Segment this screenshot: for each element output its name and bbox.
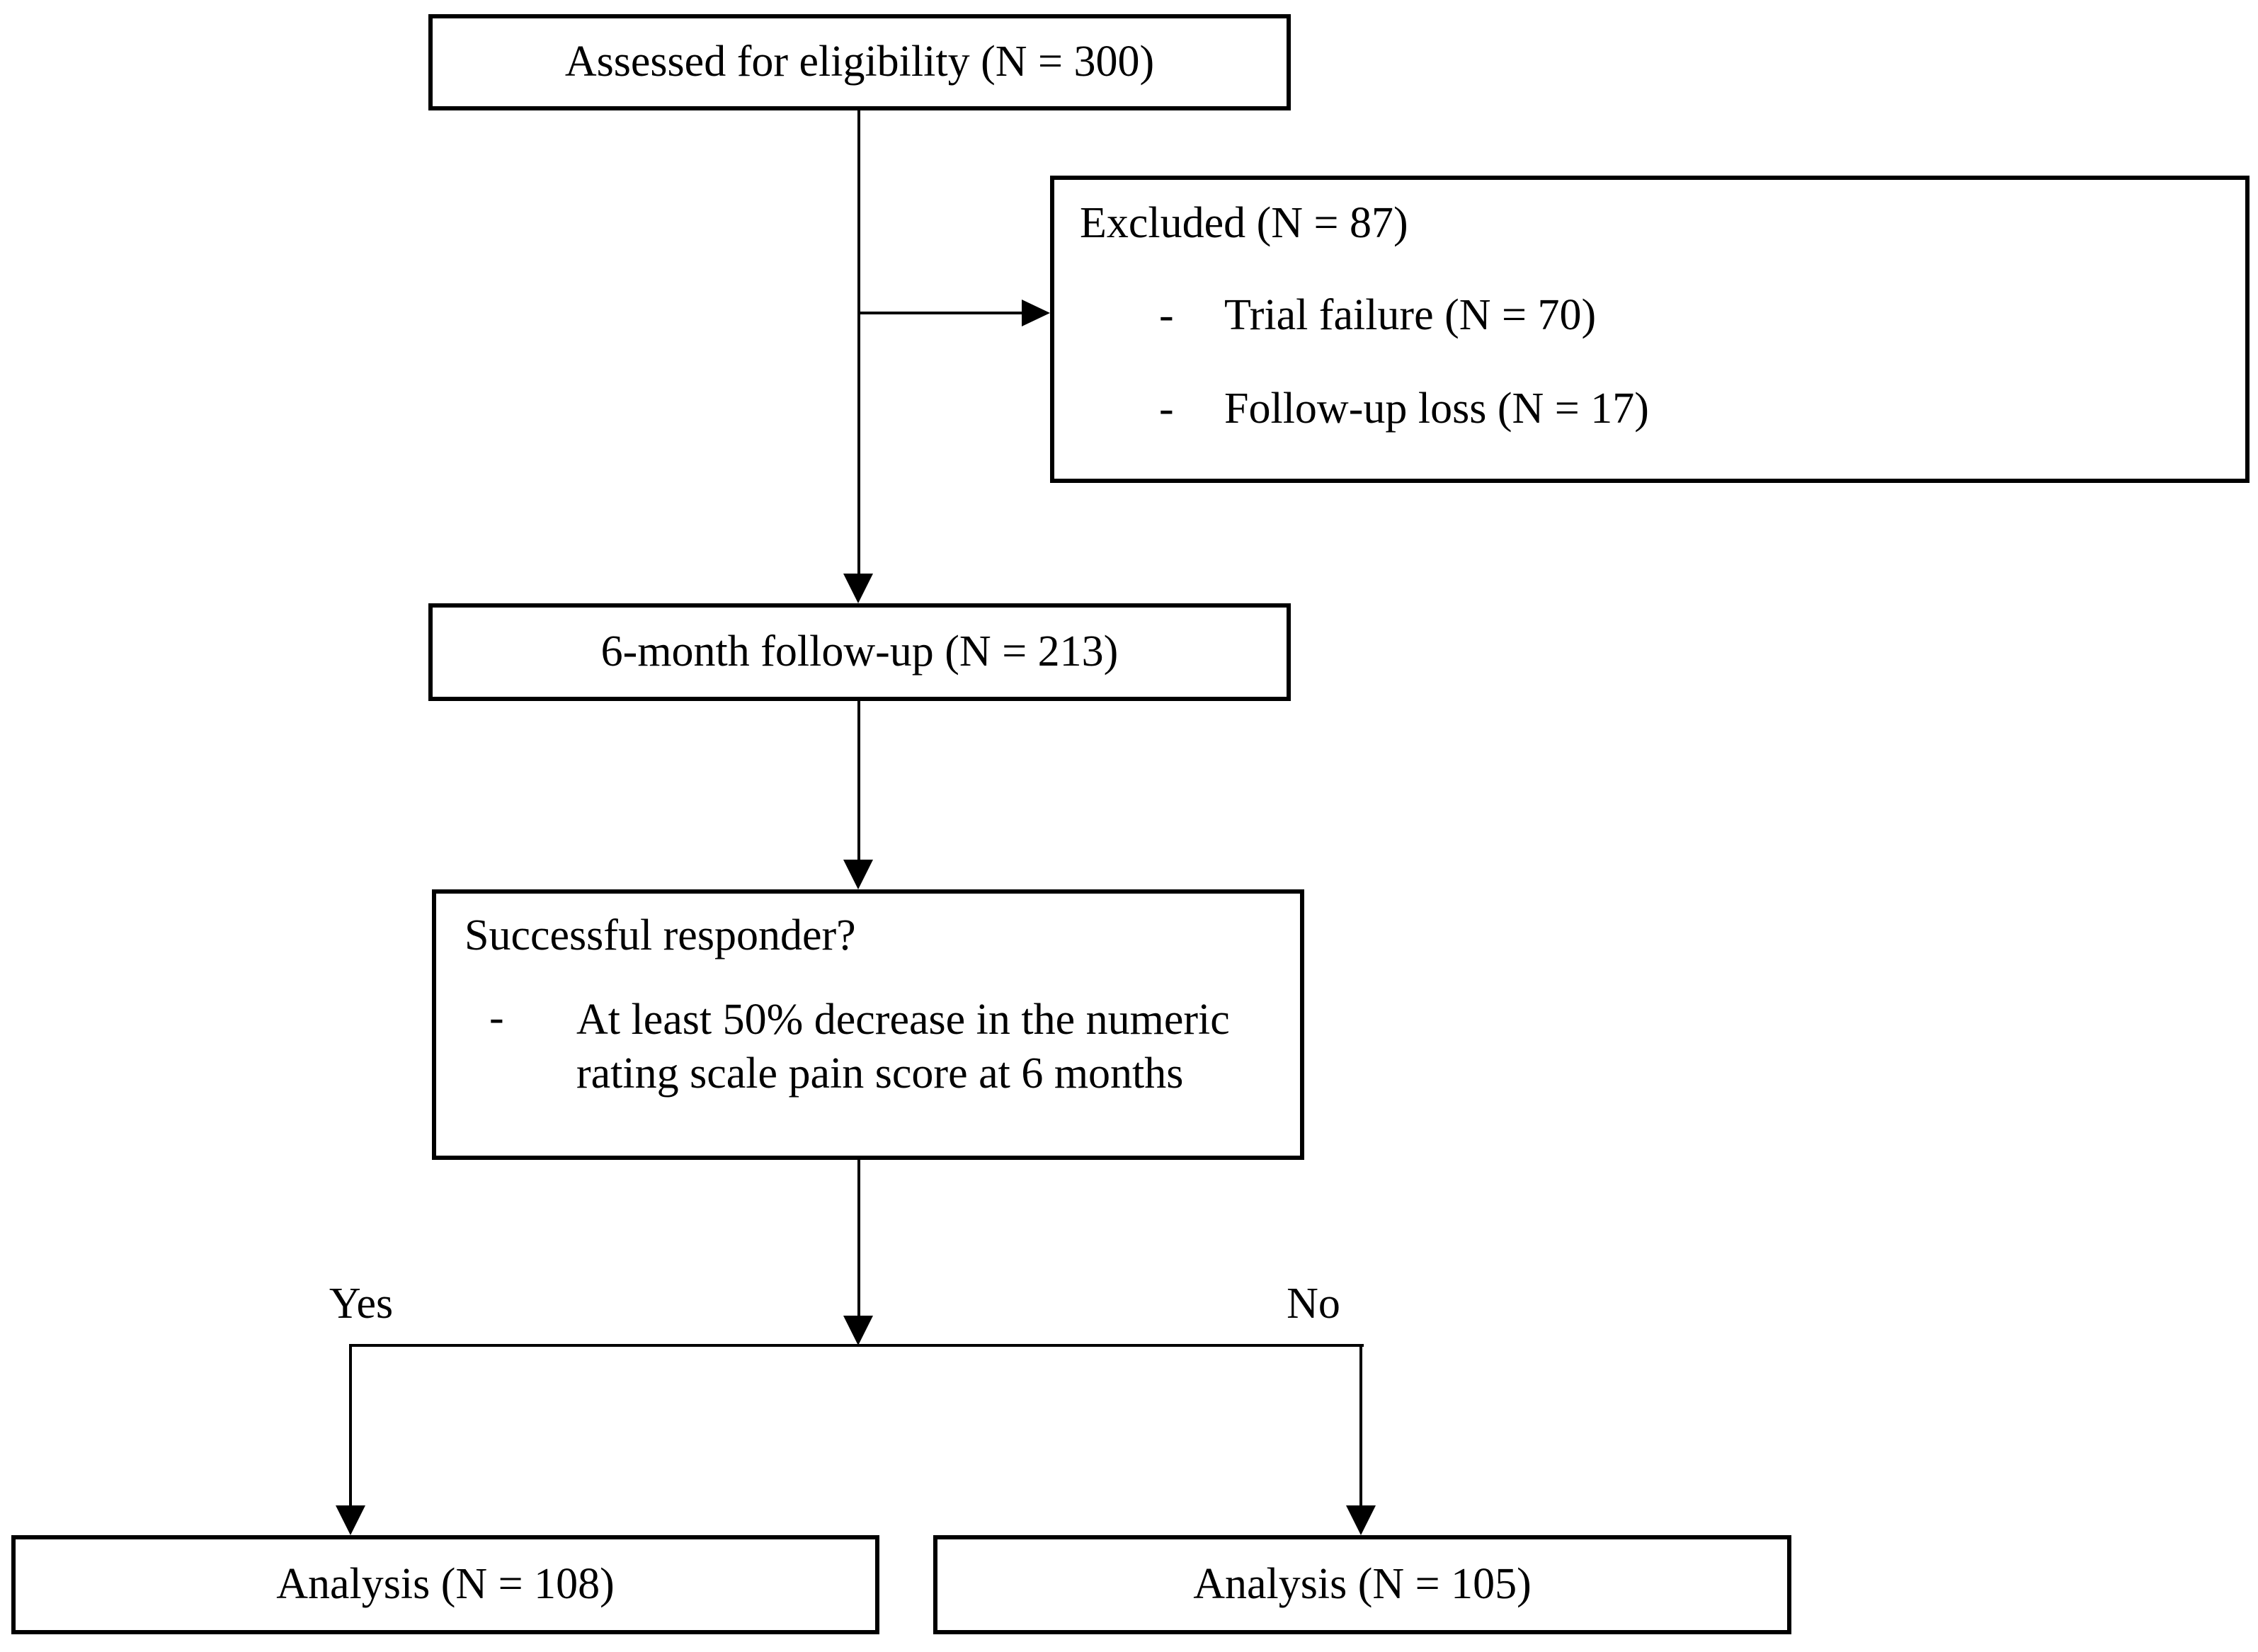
excluded-item: - Trial failure (N = 70) bbox=[1159, 290, 1596, 341]
flow-box-analysis-no: Analysis (N = 105) bbox=[933, 1535, 1791, 1634]
branch-label-no: No bbox=[1287, 1280, 1340, 1328]
flow-box-eligibility: Assessed for eligibility (N = 300) bbox=[428, 14, 1291, 110]
responder-item: - At least 50% decrease in the numeric r… bbox=[489, 993, 1230, 1100]
flow-box-responder: Successful responder? - At least 50% dec… bbox=[432, 889, 1304, 1160]
responder-item-text: At least 50% decrease in the numeric rat… bbox=[576, 993, 1230, 1100]
excluded-item-text: Follow-up loss (N = 17) bbox=[1224, 384, 1649, 433]
vertical-line-responder-branch bbox=[857, 1160, 860, 1317]
main-vertical-line-top bbox=[857, 110, 860, 576]
arrowhead-down-icon bbox=[1346, 1505, 1376, 1535]
eligibility-label: Assessed for eligibility (N = 300) bbox=[564, 38, 1155, 86]
arrowhead-down-icon bbox=[843, 574, 873, 603]
responder-item-line: At least 50% decrease in the numeric bbox=[576, 996, 1230, 1044]
excluded-title: Excluded (N = 87) bbox=[1080, 199, 1408, 247]
responder-title: Successful responder? bbox=[464, 911, 856, 959]
bullet-dash: - bbox=[1159, 384, 1174, 433]
analysis-no-label: Analysis (N = 105) bbox=[1193, 1560, 1532, 1609]
arrowhead-down-icon bbox=[843, 1316, 873, 1345]
flow-box-excluded: Excluded (N = 87) - Trial failure (N = 7… bbox=[1050, 176, 2250, 483]
bullet-dash: - bbox=[489, 993, 504, 1042]
followup-label: 6-month follow-up (N = 213) bbox=[600, 627, 1119, 676]
arrowhead-right-icon bbox=[1022, 300, 1050, 326]
no-branch-line bbox=[1359, 1344, 1362, 1507]
flow-box-analysis-yes: Analysis (N = 108) bbox=[11, 1535, 879, 1634]
excluded-item: - Follow-up loss (N = 17) bbox=[1159, 384, 1649, 434]
vertical-line-followup-responder bbox=[857, 701, 860, 861]
bullet-dash: - bbox=[1159, 291, 1174, 339]
flow-box-followup: 6-month follow-up (N = 213) bbox=[428, 603, 1291, 701]
arrowhead-down-icon bbox=[336, 1505, 365, 1535]
branch-label-yes: Yes bbox=[329, 1280, 394, 1328]
excluded-item-text: Trial failure (N = 70) bbox=[1224, 291, 1597, 339]
arrowhead-down-icon bbox=[843, 860, 873, 889]
yes-branch-line bbox=[349, 1344, 352, 1507]
excluded-connector-line bbox=[859, 312, 1023, 314]
branch-horizontal-line bbox=[349, 1344, 1364, 1347]
responder-item-line: rating scale pain score at 6 months bbox=[576, 1049, 1184, 1098]
analysis-yes-label: Analysis (N = 108) bbox=[276, 1560, 615, 1609]
